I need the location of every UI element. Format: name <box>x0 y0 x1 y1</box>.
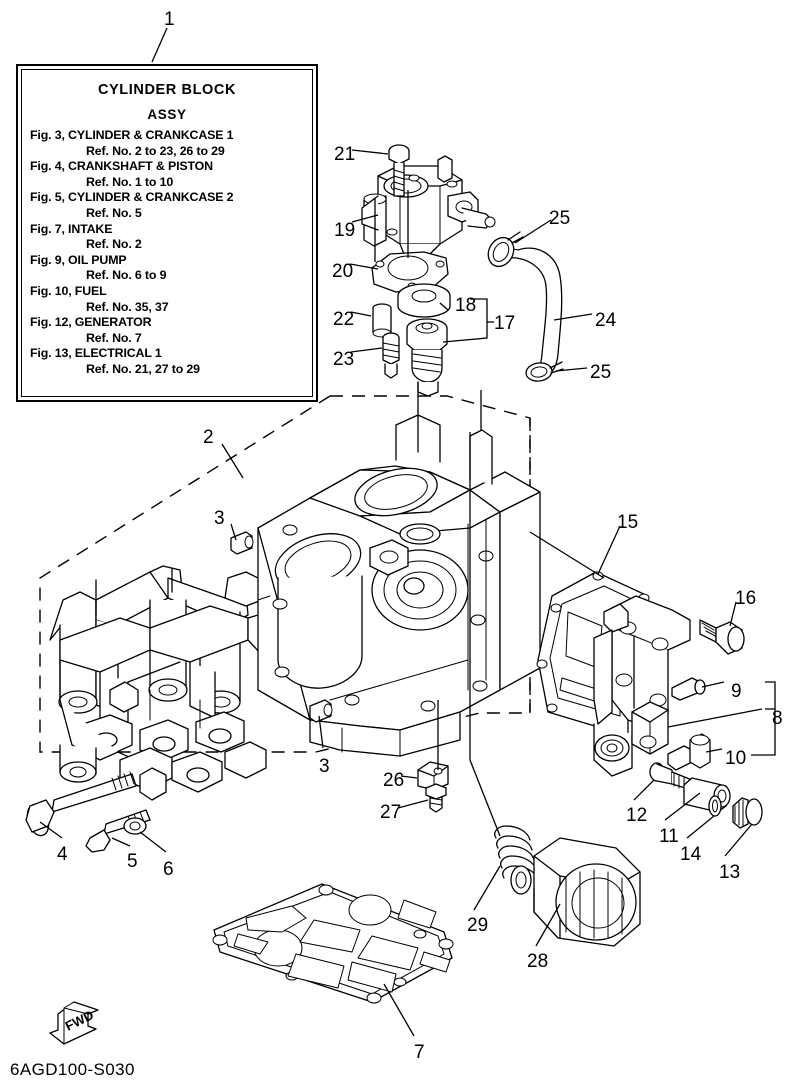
callout-9: 9 <box>731 681 742 702</box>
hose-clamp-25-top <box>487 231 524 268</box>
callout-25-bottom: 25 <box>590 362 612 383</box>
callout-23: 23 <box>333 349 355 370</box>
fwd-direction-marker: FWD <box>49 1001 99 1045</box>
callout-12: 12 <box>626 805 648 826</box>
callout-17: 17 <box>494 313 516 334</box>
dowel-pin-3-upper <box>230 531 254 555</box>
cylinder-block-body <box>257 414 541 757</box>
callout-25-top: 25 <box>549 208 571 229</box>
legend-subtitle: ASSY <box>147 107 187 122</box>
legend-ref-7: Ref. No. 7 <box>86 330 142 345</box>
anode-26 <box>417 761 449 791</box>
washer-6 <box>123 817 147 835</box>
callout-21: 21 <box>334 144 356 165</box>
legend-fig-4: Fig. 7, INTAKE <box>30 221 113 236</box>
bolt-16 <box>699 619 745 655</box>
sheet-code: 6AGD100-S030 <box>10 1060 135 1079</box>
callout-11: 11 <box>659 826 679 847</box>
bolt-23 <box>382 332 400 379</box>
oil-filter-spring-29 <box>494 825 539 895</box>
exhaust-cover-gasket-7 <box>212 883 454 1004</box>
legend-box: CYLINDER BLOCK ASSY Fig. 3, CYLINDER & C… <box>16 64 318 402</box>
hose-clamp-25-bottom <box>525 361 564 382</box>
legend-ref-6: Ref. No. 35, 37 <box>86 299 169 314</box>
callout-19: 19 <box>334 220 356 241</box>
callout-4: 4 <box>57 844 68 865</box>
callout-13: 13 <box>719 862 741 883</box>
callout-29: 29 <box>467 915 489 936</box>
bolt-4 <box>25 771 137 837</box>
callout-10: 10 <box>725 748 747 769</box>
leader-1 <box>151 27 168 63</box>
legend-ref-1: Ref. No. 2 to 23, 26 to 29 <box>86 143 225 158</box>
legend-fig-6: Fig. 10, FUEL <box>30 283 107 298</box>
callout-7: 7 <box>414 1042 425 1063</box>
legend-fig-1: Fig. 3, CYLINDER & CRANKCASE 1 <box>30 128 234 142</box>
legend-ref-3: Ref. No. 5 <box>86 205 142 220</box>
callout-20: 20 <box>332 261 354 282</box>
callout-8: 8 <box>772 708 783 729</box>
bolt-21 <box>388 144 410 197</box>
legend-fig-3: Fig. 5, CYLINDER & CRANKCASE 2 <box>30 190 234 205</box>
callout-28: 28 <box>527 951 549 972</box>
callout-14: 14 <box>680 844 702 865</box>
legend-fig-5: Fig. 9, OIL PUMP <box>30 252 127 267</box>
callout-16: 16 <box>735 588 757 609</box>
callout-26: 26 <box>383 770 405 791</box>
legend-ref-2: Ref. No. 1 to 10 <box>86 174 174 189</box>
callout-3-lower: 3 <box>319 756 330 777</box>
callout-18: 18 <box>455 295 477 316</box>
dowel-pin-3-lower <box>309 699 333 723</box>
legend-ref-4: Ref. No. 2 <box>86 237 142 252</box>
callout-27: 27 <box>380 802 402 823</box>
legend-inner: CYLINDER BLOCK ASSY Fig. 3, CYLINDER & C… <box>21 69 313 397</box>
plug-13 <box>732 797 763 829</box>
crankcase-half <box>49 565 281 801</box>
thermostat-cap-18 <box>397 283 451 318</box>
mount-bracket <box>593 595 711 777</box>
legend-ref-8: Ref. No. 21, 27 to 29 <box>86 361 200 376</box>
callout-5: 5 <box>127 851 138 872</box>
water-hose-24 <box>507 247 563 381</box>
o-ring-14 <box>708 795 722 817</box>
legend-fig-2: Fig. 4, CRANKSHAFT & PISTON <box>30 159 213 174</box>
callout-3-upper: 3 <box>214 508 225 529</box>
thermostat-17 <box>406 318 448 397</box>
callout-2: 2 <box>203 427 214 448</box>
callout-1: 1 <box>164 9 175 30</box>
callout-24: 24 <box>595 310 617 331</box>
legend-title: CYLINDER BLOCK <box>97 82 237 98</box>
oil-pump-housing <box>361 155 496 255</box>
legend-fig-7: Fig. 12, GENERATOR <box>30 315 152 330</box>
callout-22: 22 <box>333 309 355 330</box>
screw-27 <box>425 783 447 813</box>
relief-valve-sleeve-11 <box>683 777 731 813</box>
callout-15: 15 <box>617 512 639 533</box>
leader-lines <box>39 149 776 1037</box>
legend-ref-5: Ref. No. 6 to 9 <box>86 268 167 283</box>
oil-filter-28 <box>533 837 641 947</box>
dowel-sleeve-22 <box>372 303 392 338</box>
callout-6: 6 <box>163 859 174 880</box>
legend-fig-8: Fig. 13, ELECTRICAL 1 <box>30 346 162 361</box>
